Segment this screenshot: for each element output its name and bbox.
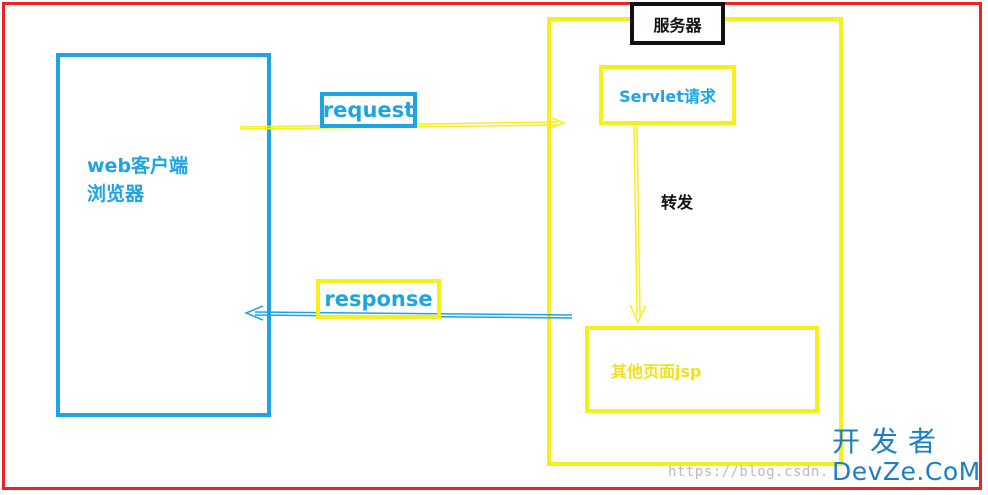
web-client-label-line1: web客户端 — [87, 155, 189, 177]
server-title: 服务器 — [630, 2, 725, 45]
outer-frame — [2, 2, 982, 490]
forward-label: 转发 — [661, 193, 694, 212]
watermark-url: https://blog.csdn. — [668, 464, 829, 480]
web-client-label: web客户端 浏览器 — [87, 152, 188, 208]
servlet-request-box: Servlet请求 — [599, 65, 736, 125]
watermark-logo-cn: 开发者 — [832, 425, 947, 458]
web-client-label-line2: 浏览器 — [87, 183, 145, 205]
request-label: request — [320, 92, 417, 128]
watermark-logo-en: DevZe.CoM — [832, 457, 981, 486]
jsp-page-box: 其他页面jsp — [585, 326, 819, 413]
web-client-box — [56, 53, 271, 417]
watermark-logo: 开发者 DevZe.CoM — [832, 425, 981, 488]
response-label: response — [316, 279, 441, 319]
